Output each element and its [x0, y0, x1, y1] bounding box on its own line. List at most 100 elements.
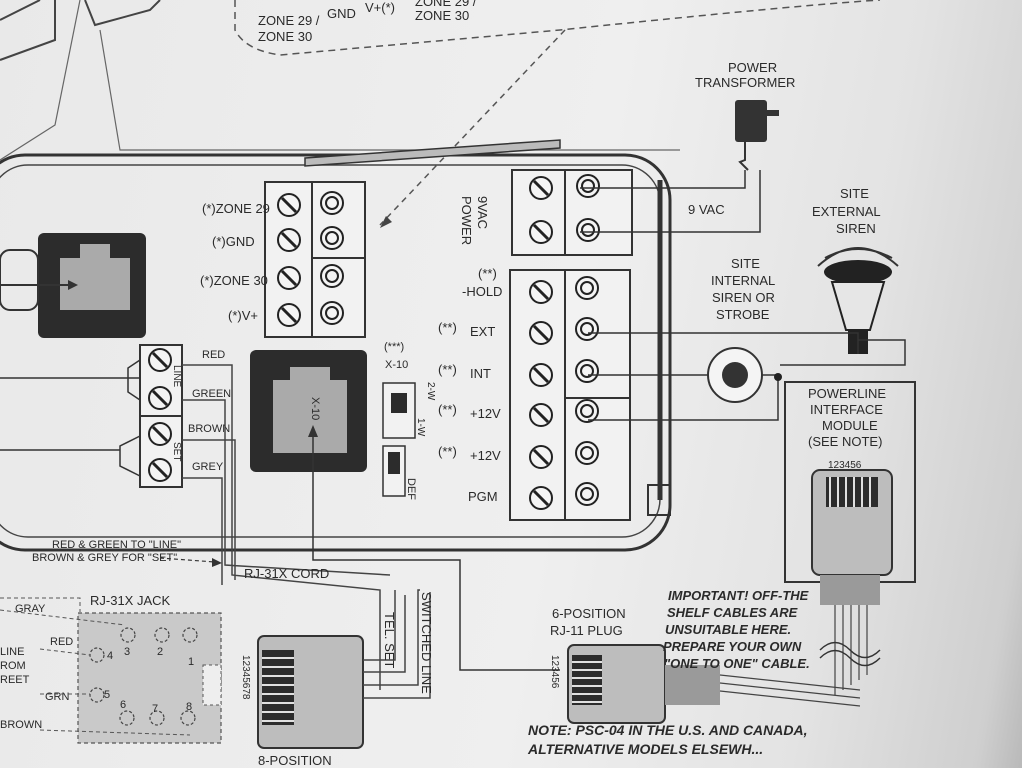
output-stars-1: (**) [478, 266, 497, 281]
plug6-pins: 123456 [549, 655, 560, 689]
x10-cord-arrowhead [308, 425, 318, 437]
line-set-screw-4 [148, 458, 172, 482]
external-siren-icon [817, 247, 899, 354]
powerline-label-3: MODULE [822, 418, 878, 433]
rj31x-8-position-plug [257, 635, 364, 749]
rj31x-cord-label: RJ-31X CORD [244, 566, 329, 581]
x10-jack-label: X-10 [309, 397, 321, 420]
output-contact-6 [575, 482, 599, 506]
jack-pin-7 [149, 710, 165, 726]
left-wire-grn: GRN [45, 691, 70, 703]
note-arrowhead [212, 558, 222, 567]
jack-pin-6 [119, 710, 135, 726]
output-contact-1 [575, 276, 599, 300]
output-screw-5 [529, 445, 553, 469]
jack-pin-number-7: 7 [152, 703, 158, 715]
zone-contact-3 [320, 264, 344, 288]
output-terminal-block [509, 269, 631, 521]
output-stars-5: (**) [438, 444, 457, 459]
zone-label-3: (*)ZONE 30 [200, 273, 268, 288]
jack-pin-number-5: 5 [104, 689, 110, 701]
jack-dashed-wires [0, 609, 191, 736]
set-label: SET [171, 442, 182, 461]
internal-siren-label-4: STROBE [716, 307, 770, 322]
jack-pin-2 [154, 627, 170, 643]
output-screw-1 [529, 280, 553, 304]
external-siren-wires [588, 332, 906, 366]
important-note-line-2: SHELF CABLES ARE [667, 605, 798, 620]
plug6-label-1: 6-POSITION [552, 606, 626, 621]
wire-label-green: GREEN [192, 388, 231, 400]
output-contact-4 [575, 399, 599, 423]
plug6-label-2: RJ-11 PLUG [550, 623, 623, 638]
left-wire-brown: BROWN [0, 719, 42, 731]
powerline-pins: 123456 [828, 460, 862, 471]
line-set-screw-1 [148, 348, 172, 372]
zone-contact-2 [320, 226, 344, 250]
panel-top-slot [304, 139, 561, 167]
internal-siren-label-1: SITE [731, 256, 760, 271]
vac-label: 9 VAC [688, 202, 725, 217]
vac-screw-2 [529, 220, 553, 244]
transformer-label-1: POWER [728, 60, 777, 75]
device-corner-outline [0, 0, 161, 61]
red-green-note-1: RED & GREEN TO "LINE" [52, 539, 181, 551]
important-note-line-5: "ONE TO ONE" CABLE. [664, 656, 810, 671]
vac-power-label-2: POWER [459, 196, 474, 245]
vac-wires [580, 170, 761, 233]
jack-pin-1 [182, 627, 198, 643]
output-contact-5 [575, 441, 599, 465]
external-siren-label-3: SIREN [836, 221, 876, 236]
jack-pin-8 [180, 710, 196, 726]
left-wire-red: RED [50, 636, 73, 648]
panel-corner-clip [647, 484, 671, 516]
zone-label-4: (*)V+ [228, 308, 258, 323]
output-screw-2 [529, 321, 553, 345]
red-green-note-2: BROWN & GREY FOR "SET" [32, 552, 177, 564]
zone-screw-3 [277, 266, 301, 290]
vac-contact-2 [576, 218, 600, 242]
x10-cord-wire [312, 430, 560, 671]
plug8-label: 8-POSITION [258, 753, 332, 768]
line-set-cord-wires [182, 364, 391, 690]
jack-pin-number-6: 6 [120, 699, 126, 711]
x10-jumper-name: X-10 [385, 359, 408, 371]
plug8-pins: 12345678 [240, 655, 251, 700]
def-jumper-label: DEF [405, 478, 417, 500]
output-label-4: +12V [470, 406, 501, 421]
left-line-label-3: REET [0, 674, 30, 686]
powerline-label-2: INTERFACE [810, 402, 883, 417]
x10-jumper-stars: (***) [384, 341, 404, 353]
wire-label-brown: BROWN [188, 423, 230, 435]
internal-siren-icon [707, 347, 763, 403]
line-label: LINE [171, 365, 182, 388]
plug8-cord-wires [363, 589, 431, 699]
output-screw-3 [529, 363, 553, 387]
transformer-label-2: TRANSFORMER [695, 75, 795, 90]
external-siren-label-2: EXTERNAL [812, 204, 881, 219]
zone-label-1: (*)ZONE 29 [202, 201, 270, 216]
powerline-label-4: (SEE NOTE) [808, 434, 882, 449]
vac-contact-1 [576, 174, 600, 198]
internal-siren-wires [588, 374, 779, 421]
top-zone-label-2: ZONE 30 [258, 29, 312, 44]
vac-screw-1 [529, 176, 553, 200]
internal-siren-label-3: SIREN OR [712, 290, 775, 305]
jack-pin-number-3: 3 [124, 646, 130, 658]
top-vplus-label: V+(*) [365, 0, 395, 15]
top-zone-label-1: ZONE 29 / [258, 13, 320, 28]
jack-pin-number-1: 1 [188, 656, 194, 668]
plug6-cable-wires [719, 674, 861, 707]
jack-pin-number-2: 2 [157, 646, 163, 658]
power-transformer [735, 100, 779, 171]
vac-power-terminal-block [511, 169, 633, 256]
def-jumper [382, 445, 406, 497]
left-line-label-2: ROM [0, 660, 26, 672]
output-label-2: EXT [470, 324, 495, 339]
powerline-label-1: POWERLINE [808, 386, 886, 401]
output-contact-2 [575, 317, 599, 341]
left-wire-gray: GRAY [15, 603, 46, 615]
output-label-6: PGM [468, 489, 498, 504]
output-label-5: +12V [470, 448, 501, 463]
output-stars-2: (**) [438, 320, 457, 335]
